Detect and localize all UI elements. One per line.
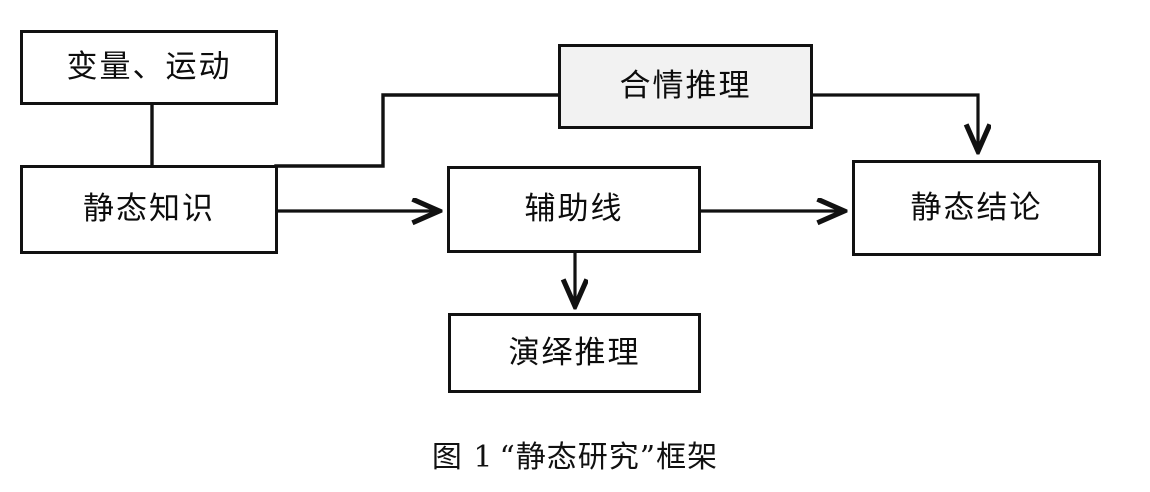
figure-caption: 图 1“静态研究”框架 [0,432,1150,476]
edge-plausible-reasoning-to-static-conclusion [812,93,978,150]
node-deductive-reasoning-label: 演绎推理 [508,334,641,371]
node-auxiliary-line-label: 辅助线 [524,191,624,228]
node-auxiliary-line[interactable]: 辅助线 [447,166,701,253]
node-plausible-reasoning[interactable]: 合情推理 [558,44,813,129]
node-variable-motion-label: 变量、运动 [66,49,232,86]
node-static-conclusion[interactable]: 静态结论 [852,160,1101,256]
edge-static-knowledge-to-plausible-reasoning [274,93,561,168]
node-plausible-reasoning-label: 合情推理 [619,68,752,105]
node-static-conclusion-label: 静态结论 [910,189,1043,226]
node-static-knowledge-label: 静态知识 [83,191,215,228]
figure-caption-title: “静态研究”框架 [499,440,719,475]
figure-caption-number: 图 1 [431,440,494,475]
node-deductive-reasoning[interactable]: 演绎推理 [448,313,701,393]
node-variable-motion[interactable]: 变量、运动 [20,30,278,105]
node-static-knowledge[interactable]: 静态知识 [20,165,278,254]
